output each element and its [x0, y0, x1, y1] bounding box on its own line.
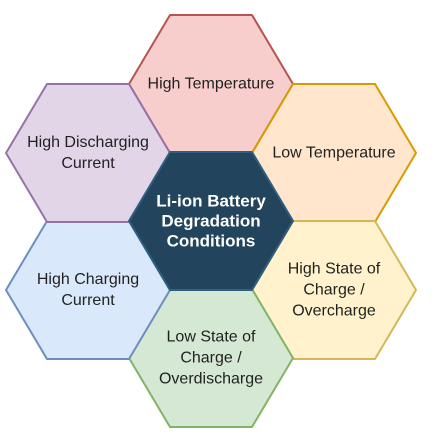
hexagon-upper-right: Low Temperature	[251, 83, 417, 223]
hexagon-label-upper-right-line-1: Low Temperature	[272, 145, 395, 162]
hexagon-label-lower-left-line-2: Current	[61, 292, 115, 309]
hexagon-label-center-line-2: Degradation	[161, 212, 260, 231]
hexagon-label-upper-left-line-2: Current	[61, 155, 115, 172]
hexagon-label-lower-left-line-1: High Charging	[37, 271, 139, 288]
hexagon-label-bottom-line-1: Low State of	[167, 329, 257, 346]
hexagon-label-lower-right-line-2: Charge /	[303, 282, 365, 299]
hexagon-label-bottom-line-3: Overdischarge	[159, 371, 263, 388]
hexagon-bottom: Low State of Charge / Overdischarge	[128, 288, 294, 428]
hexagon-label-center-line-3: Conditions	[167, 232, 256, 251]
hexagon-label-center-line-1: Li-ion Battery	[156, 192, 266, 211]
hexagon-label-top-line-1: High Temperature	[148, 76, 275, 93]
hexagon-shape-center	[128, 151, 294, 291]
hexagon-label-upper-left-line-1: High Discharging	[27, 134, 149, 151]
hexagon-label-lower-right-line-1: High State of	[288, 261, 381, 278]
hexagon-label-lower-right-line-3: Overcharge	[292, 303, 376, 320]
hexagon-label-bottom-line-2: Charge /	[180, 350, 242, 367]
